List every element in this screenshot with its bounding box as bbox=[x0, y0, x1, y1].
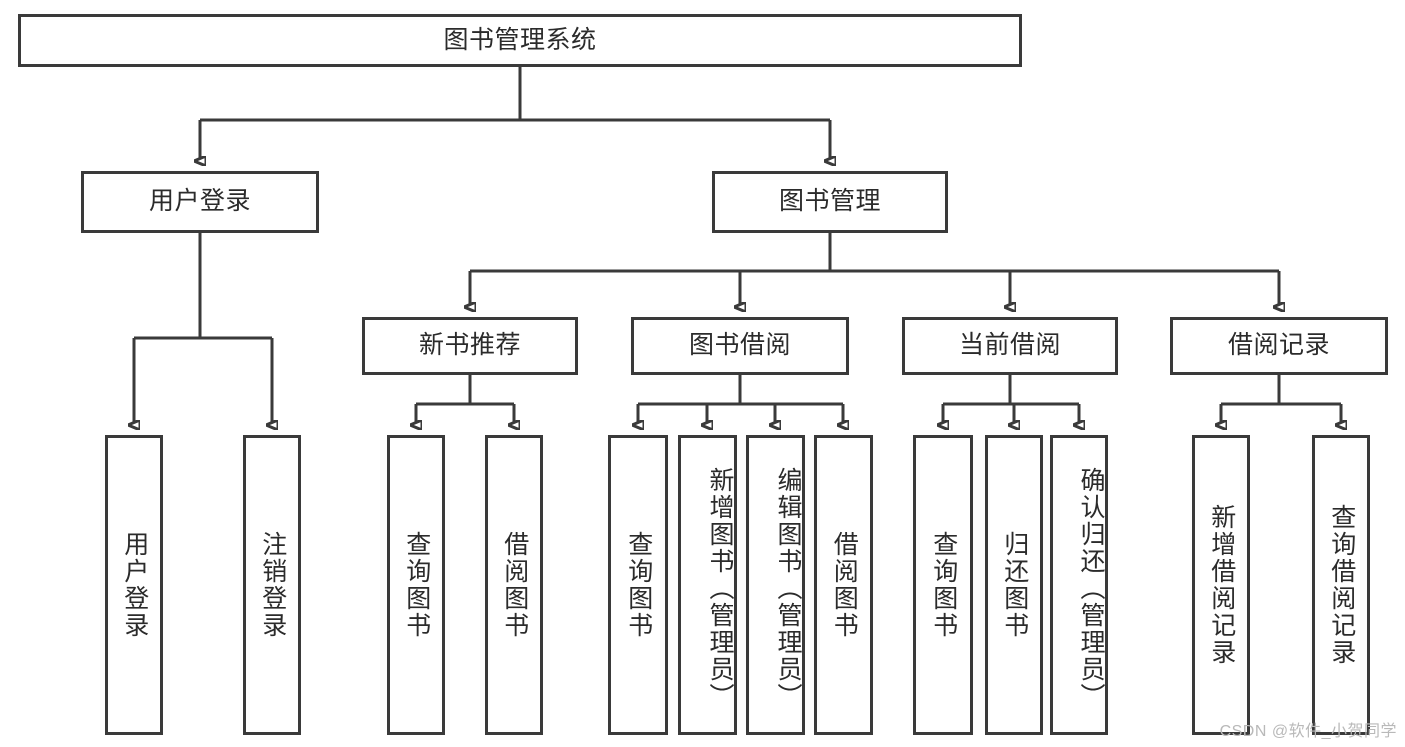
leaf-edit-book-admin[interactable]: 编辑图书（管理员） bbox=[746, 435, 805, 735]
leaf-user-login[interactable]: 用户登录 bbox=[105, 435, 163, 735]
leaf-add-borrow-record[interactable]: 新增借阅记录 bbox=[1192, 435, 1250, 735]
leaf-logout-login[interactable]: 注销登录 bbox=[243, 435, 301, 735]
leaf-borrow-book-recommend[interactable]: 借阅图书 bbox=[485, 435, 543, 735]
node-book-manage[interactable]: 图书管理 bbox=[712, 171, 948, 233]
node-new-book-recommend[interactable]: 新书推荐 bbox=[362, 317, 578, 375]
leaf-query-book-borrow[interactable]: 查询图书 bbox=[608, 435, 668, 735]
node-borrow-record[interactable]: 借阅记录 bbox=[1170, 317, 1388, 375]
node-user-login[interactable]: 用户登录 bbox=[81, 171, 319, 233]
leaf-add-book-admin[interactable]: 新增图书（管理员） bbox=[678, 435, 737, 735]
node-current-borrow[interactable]: 当前借阅 bbox=[902, 317, 1118, 375]
node-book-borrow[interactable]: 图书借阅 bbox=[631, 317, 849, 375]
csdn-watermark: CSDN @软件_小贺同学 bbox=[1219, 723, 1397, 740]
leaf-query-book-recommend[interactable]: 查询图书 bbox=[387, 435, 445, 735]
leaf-return-book[interactable]: 归还图书 bbox=[985, 435, 1043, 735]
node-root[interactable]: 图书管理系统 bbox=[18, 14, 1022, 67]
leaf-query-book-current[interactable]: 查询图书 bbox=[913, 435, 973, 735]
leaf-confirm-return-admin[interactable]: 确认归还（管理员） bbox=[1050, 435, 1108, 735]
leaf-query-borrow-record[interactable]: 查询借阅记录 bbox=[1312, 435, 1370, 735]
leaf-borrow-book-borrow[interactable]: 借阅图书 bbox=[814, 435, 873, 735]
